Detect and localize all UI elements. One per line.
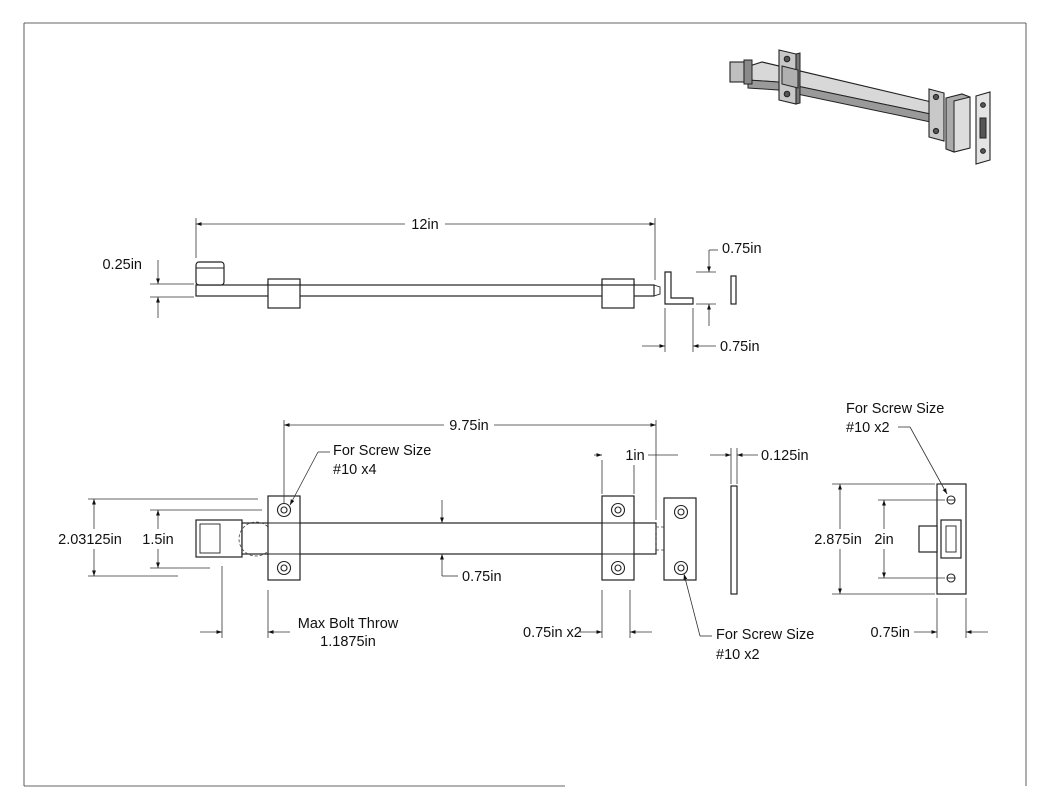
dim-2-875in: 2.875in — [814, 532, 862, 548]
screw-note-keeper-line2: #10 x2 — [716, 647, 760, 663]
top-dimensions: 12in 0.25in 0.75in 0.75in — [102, 214, 762, 355]
dim-1in: 1in — [625, 448, 644, 464]
dim-2-03125in: 2.03125in — [58, 532, 122, 548]
dim-0-75in-bolt: 0.75in — [462, 569, 502, 585]
max-throw-line1: Max Bolt Throw — [298, 616, 399, 632]
strike-note-line1: For Screw Size — [846, 401, 944, 417]
front-view — [195, 485, 738, 595]
dim-0-25in: 0.25in — [102, 257, 142, 273]
top-view — [195, 261, 737, 309]
isometric-view — [729, 49, 991, 165]
strike-note-line2: #10 x2 — [846, 420, 890, 436]
side-dimensions: For Screw Size #10 x2 2.875in 2in 0.75in — [808, 401, 988, 641]
dim-0-75in-x2: 0.75in x2 — [523, 625, 582, 641]
dim-0-75in-height: 0.75in — [722, 241, 762, 257]
front-dimensions: 9.75in For Screw Size #10 x4 1in 0.125in… — [52, 415, 814, 663]
dim-0-125in: 0.125in — [761, 448, 809, 464]
side-view — [918, 483, 967, 595]
dim-0-75in-width: 0.75in — [720, 339, 760, 355]
sheet-border — [23, 22, 1027, 787]
screw-note-bolt-line2: #10 x4 — [333, 462, 377, 478]
screw-note-keeper-line1: For Screw Size — [716, 627, 814, 643]
screw-note-bolt-line1: For Screw Size — [333, 443, 431, 459]
dim-1-5in: 1.5in — [142, 532, 173, 548]
max-throw-line2: 1.1875in — [320, 634, 376, 650]
dim-12in: 12in — [411, 217, 438, 233]
dim-2in: 2in — [874, 532, 893, 548]
dim-0-75in-strike: 0.75in — [870, 625, 910, 641]
dim-9-75in: 9.75in — [449, 418, 489, 434]
